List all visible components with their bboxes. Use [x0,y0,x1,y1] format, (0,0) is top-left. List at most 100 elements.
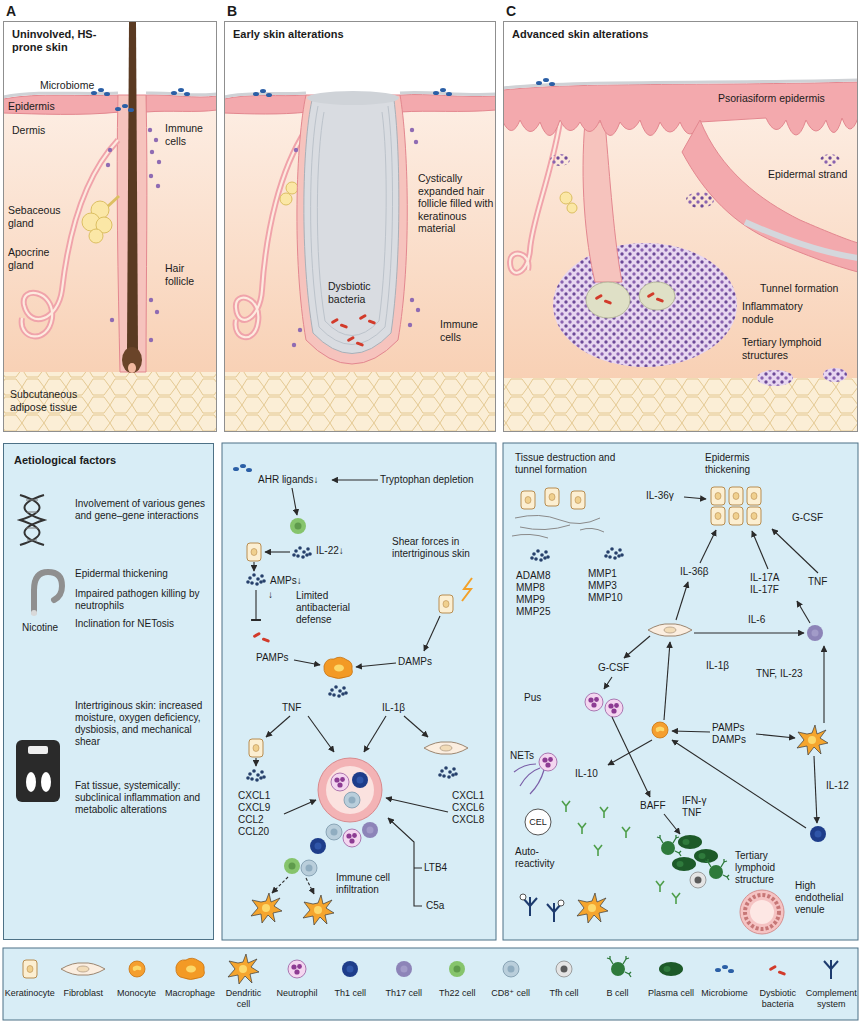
text-slot: Pus [524,692,550,704]
skin-illustration-c [553,243,737,367]
text-slot: IL-17A IL-17F [750,572,792,596]
skin-illustration-b [236,130,306,337]
advanced-mechanism [525,809,551,835]
skin-illustration-c [510,122,560,273]
skin-illustration-b [224,99,496,380]
text-slot: G-CSF [598,662,638,674]
legend-icon [382,953,426,983]
early-mechanism [249,739,263,757]
part-label: AHR ligands↓ [258,474,330,486]
text-slot: A [6,3,36,19]
part-label: Cystically expanded hair follicle filled… [418,172,494,235]
early-mechanism [328,685,348,698]
text-slot: CXCL1 CXCL9 CCL2 CCL20 [238,790,282,838]
early-mechanism [332,479,378,480]
text-slot: Involvement of various genes and gene–ge… [75,498,207,522]
legend-text: Monocyte [111,988,162,999]
part-label: TNF [808,576,838,588]
part-label: Dermis [12,124,62,137]
legend-box [3,948,858,1020]
text-slot: Epidermis [8,100,68,113]
text-slot: NETs [510,750,540,762]
skin-illustration-a [171,88,190,96]
text-slot: Tryptophan depletion [380,474,492,486]
early-mechanism [246,573,266,586]
advanced-mechanism [740,890,784,934]
text-slot: BAFF [640,800,672,812]
skin-illustration-b [307,91,399,105]
factor-icons [20,495,40,545]
skin-illustration-b [236,130,306,337]
skin-illustration-a [89,229,103,243]
part-label: G-CSF [792,512,832,524]
early-mechanism [462,578,472,601]
advanced-mechanism [624,636,650,658]
legend-text: Dysbiotic bacteria [752,988,803,1009]
skin-illustration-b [331,318,349,329]
skin-illustration-b [347,336,365,347]
skin-illustration-a [22,140,118,336]
text-slot: Dysbiotic bacteria [752,988,803,1009]
legend-icon [435,953,479,983]
part-label: Psoriasiform epidermis [718,92,853,105]
part-label: MMP1 MMP3 MMP10 [588,568,634,604]
legend-text: CD8⁺ cell [485,988,536,999]
advanced-mechanism [807,625,823,641]
text-slot: CEL [526,816,550,828]
skin-illustration-a [146,93,217,95]
legend-icon-shape [342,961,358,977]
legend-icon [809,953,853,983]
advanced-mechanism [750,900,774,924]
advanced-mechanism [558,900,564,906]
skin-illustration-b [297,95,407,364]
text-slot: IL-1β [706,660,738,672]
part-label: TNF [282,702,312,714]
skin-illustration-b [294,148,298,152]
part-label: Tryptophan depletion [380,474,492,486]
part-label: PAMPs [256,652,296,664]
text-slot: Th17 cell [378,988,429,999]
text-slot: Dysbiotic bacteria [328,280,388,305]
skin-illustration-a [149,298,153,302]
text-slot: Monocyte [111,988,162,999]
text-slot: Plasma cell [645,988,696,999]
part-label: Tissue destruction and tunnel formation [515,452,645,476]
part-label: IL-17A IL-17F [750,572,792,596]
text-slot: Limited antibacterial defense [296,590,362,626]
text-slot: Subcutaneous adipose tissue [10,388,90,413]
early-mechanism [388,818,422,906]
text-slot: IL-12 [826,780,856,792]
skin-illustration-a [3,21,217,432]
advanced-mechanism [752,531,768,569]
advanced-mechanism [810,826,826,842]
advanced-mechanism [648,624,692,636]
skin-illustration-a [149,174,153,178]
skin-illustration-b [311,106,393,345]
text-slot: Hair follicle [165,262,210,287]
advanced-mechanism [678,835,702,849]
legend-text: Tfh cell [538,988,589,999]
legend-icon [756,953,800,983]
text-slot: TNF [808,576,838,588]
part-label: IL-12 [826,780,856,792]
part-label: Microbiome [40,79,110,92]
early-mechanism [284,858,300,874]
part-label: Apocrine gland [8,246,58,271]
text-slot: C [506,3,536,19]
skin-illustration-a [127,22,138,350]
part-label: Immune cells [440,318,488,343]
skin-illustration-a [154,138,158,142]
skin-illustration-b [280,193,292,205]
skin-illustration-b [414,140,418,144]
part-label: IL-36γ [646,490,682,502]
panel-heading: Early skin alterations [233,28,433,41]
text-slot: Shear forces in intertriginous skin [392,536,472,560]
early-mechanism [404,716,428,737]
skin-illustration-b [408,323,412,327]
early-mechanism [294,660,320,665]
text-slot: CXCL1 CXCL6 CXCL8 [452,790,492,826]
part-label: IL-1β [706,660,738,672]
early-mechanism [308,716,334,752]
early-mechanism [331,773,349,791]
advanced-mechanism [672,857,696,871]
